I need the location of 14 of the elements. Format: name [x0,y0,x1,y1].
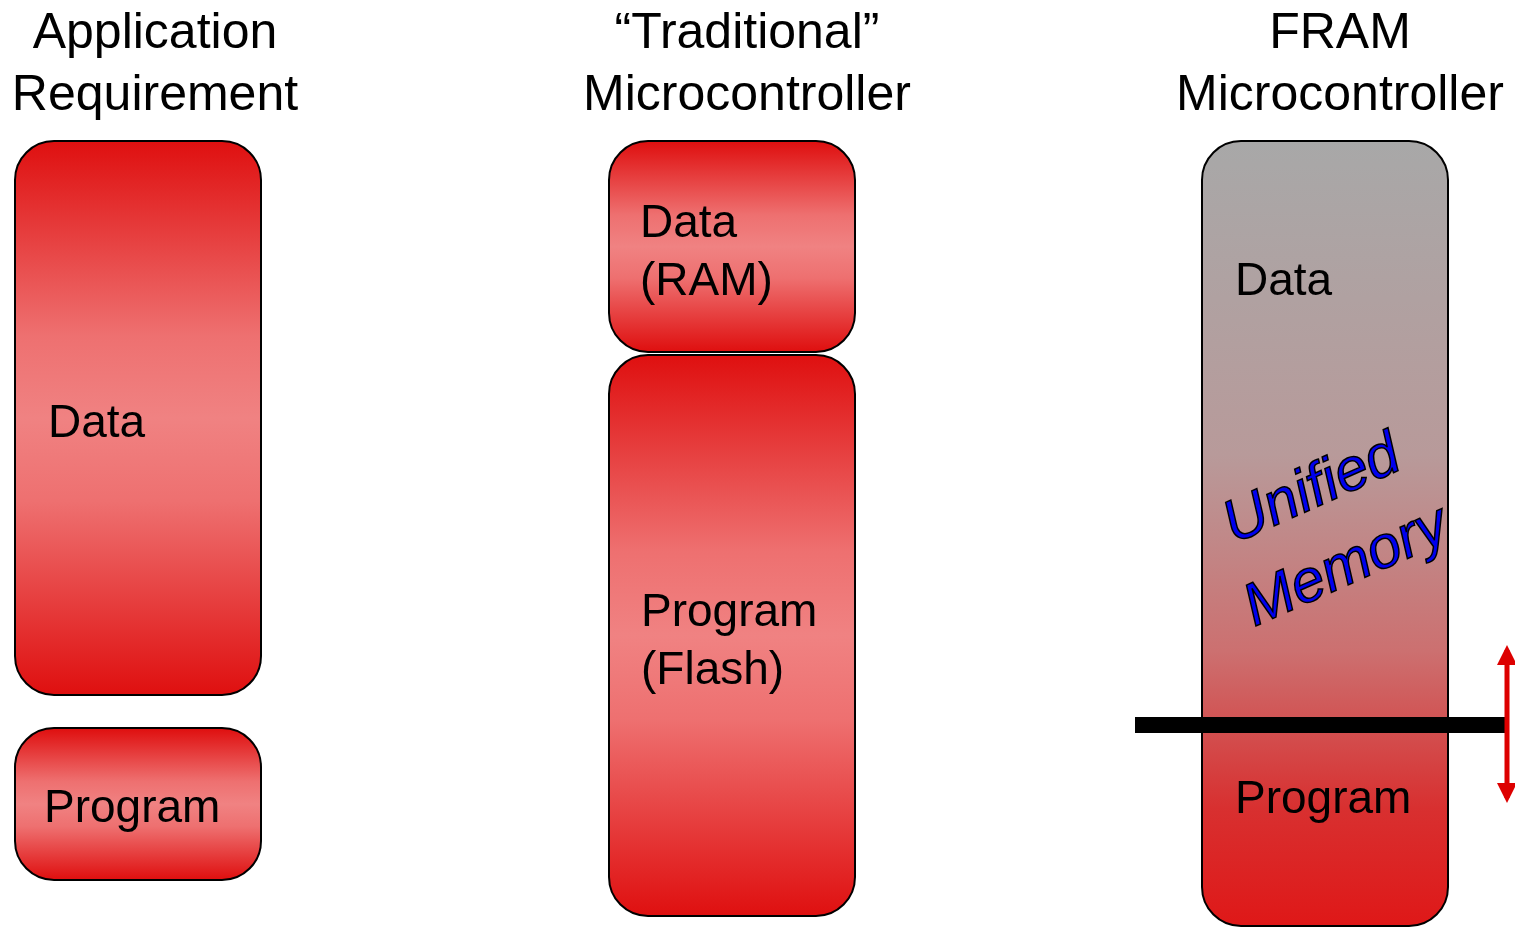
block-label: Program (Flash) [641,583,819,696]
block-label: Data (RAM) [640,194,774,307]
column-heading: FRAM Microcontroller [1175,2,1505,123]
block-label: Data [48,394,147,449]
memory-block [608,354,856,917]
column-heading: Application Requirement [10,2,300,123]
block-label: Program [1235,770,1413,825]
memory-block [14,727,262,881]
column-heading: “Traditional” Microcontroller [582,2,912,123]
block-label: Program [44,779,222,834]
memory-block [14,140,262,696]
block-label: Data [1235,252,1334,307]
memory-block [1201,140,1449,927]
memory-block [608,140,856,353]
